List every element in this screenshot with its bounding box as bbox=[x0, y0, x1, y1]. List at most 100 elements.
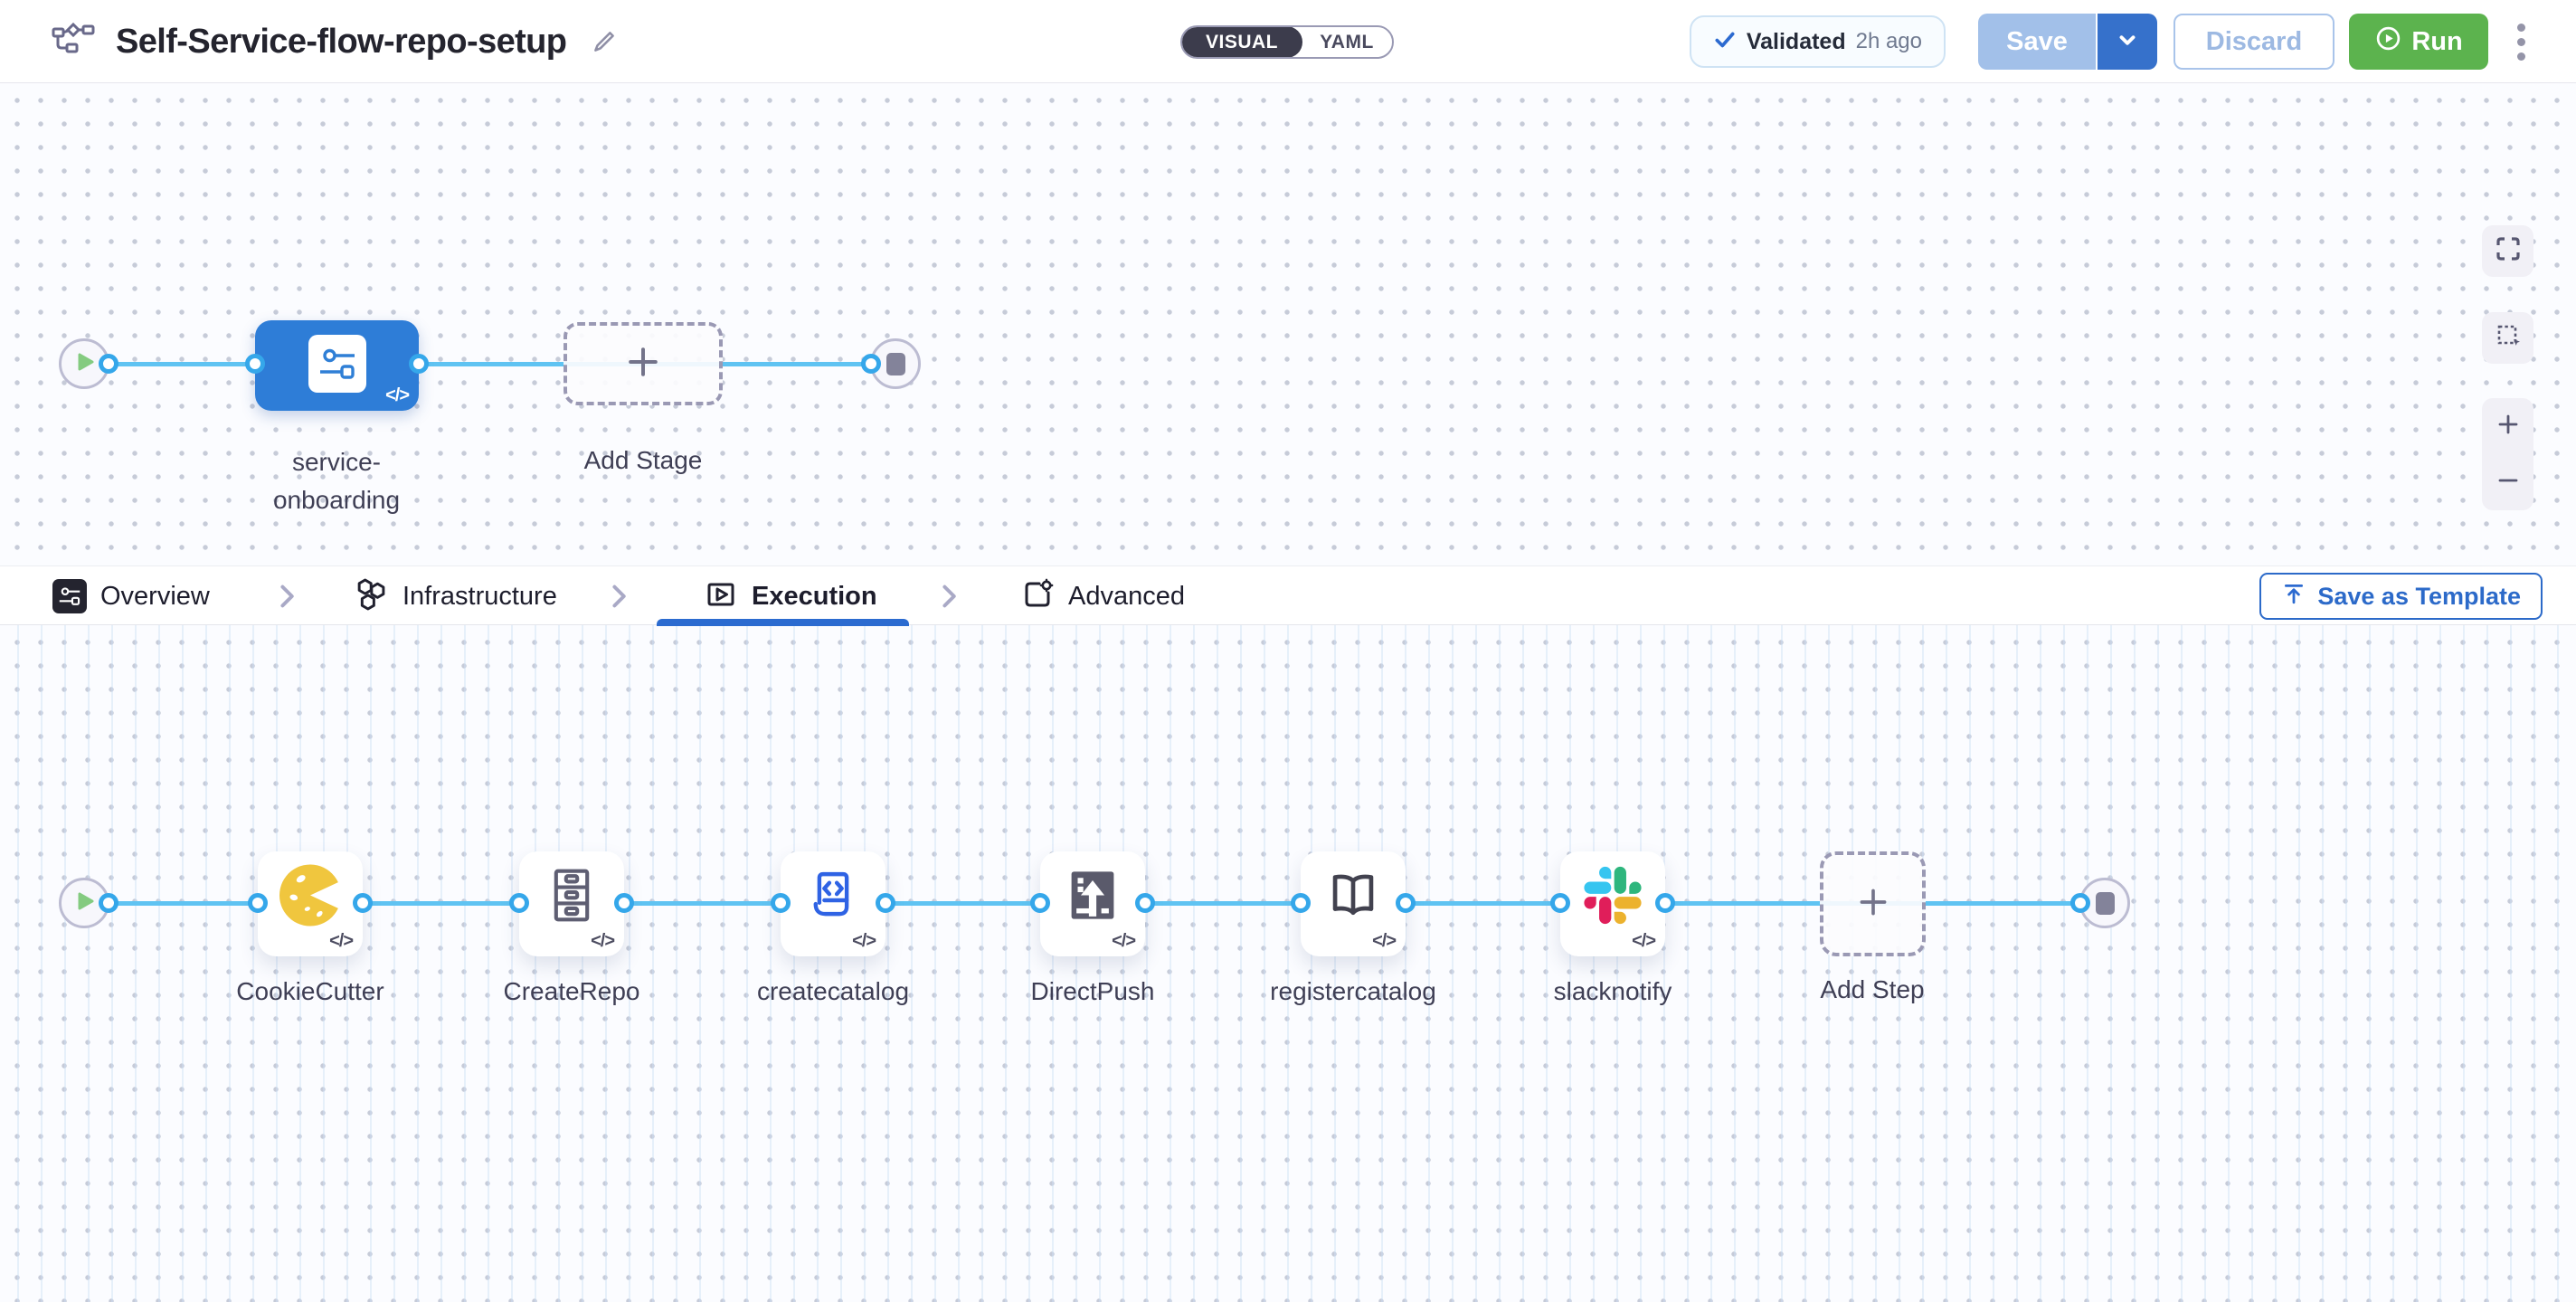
save-split-button: Save bbox=[1978, 14, 2157, 70]
connector-port[interactable] bbox=[1550, 893, 1570, 913]
zoom-out-button[interactable] bbox=[2482, 454, 2533, 510]
zoom-in-button[interactable] bbox=[2482, 398, 2533, 454]
plus-icon bbox=[1854, 883, 1892, 926]
directpush-icon bbox=[1063, 866, 1122, 930]
connector-port[interactable] bbox=[245, 354, 265, 374]
slack-icon bbox=[1584, 866, 1642, 929]
page-title: Self-Service-flow-repo-setup bbox=[116, 22, 567, 61]
connector-port[interactable] bbox=[771, 893, 791, 913]
connector-port[interactable] bbox=[409, 354, 429, 374]
connector-port[interactable] bbox=[99, 354, 118, 374]
start-play-icon bbox=[72, 889, 96, 917]
step-label: CookieCutter bbox=[236, 977, 384, 1005]
connector-port[interactable] bbox=[353, 893, 373, 913]
add-step-node[interactable] bbox=[1820, 851, 1926, 956]
step-node-6[interactable]: </> bbox=[1560, 851, 1665, 956]
stage-tab-bar: Overview Infrastructure bbox=[0, 565, 2576, 626]
step-code-badge[interactable]: </> bbox=[591, 931, 615, 951]
step-code-badge[interactable]: </> bbox=[329, 931, 354, 951]
stop-square-icon bbox=[2095, 891, 2115, 915]
save-options-button[interactable] bbox=[2098, 14, 2157, 70]
edit-title-button[interactable] bbox=[586, 24, 622, 60]
save-button[interactable]: Save bbox=[1978, 14, 2098, 70]
validated-label: Validated bbox=[1746, 28, 1846, 54]
tab-execution[interactable]: Execution bbox=[704, 566, 877, 626]
upload-icon bbox=[2281, 581, 2306, 613]
tab-execution-label: Execution bbox=[752, 581, 877, 611]
connector-port[interactable] bbox=[614, 893, 634, 913]
connector-port[interactable] bbox=[509, 893, 529, 913]
tab-advanced-label: Advanced bbox=[1068, 581, 1185, 611]
fullscreen-icon bbox=[2495, 235, 2522, 267]
step-code-badge[interactable]: </> bbox=[1372, 931, 1397, 951]
top-bar-actions: Validated 2h ago Save Discard bbox=[1689, 0, 2531, 83]
execution-end-node[interactable] bbox=[2079, 878, 2130, 928]
step-label: slacknotify bbox=[1553, 977, 1672, 1005]
zoom-controls bbox=[2482, 398, 2533, 510]
pipeline-flow-icon bbox=[51, 20, 96, 64]
validated-badge[interactable]: Validated 2h ago bbox=[1689, 15, 1946, 68]
step-node-1[interactable]: </> bbox=[258, 851, 363, 956]
toggle-yaml[interactable]: YAML bbox=[1320, 31, 1374, 52]
add-step-label: Add Step bbox=[1820, 975, 1925, 1003]
stage-label: service- onboarding bbox=[272, 448, 401, 514]
stage-canvas[interactable]: </> service- onboarding Add Stage bbox=[0, 83, 2576, 565]
tab-overview[interactable]: Overview bbox=[52, 566, 210, 626]
marquee-select-icon bbox=[2495, 322, 2522, 354]
chevron-right-icon bbox=[274, 583, 299, 614]
connector-port[interactable] bbox=[1030, 893, 1050, 913]
execution-canvas[interactable]: </> </> bbox=[0, 625, 2576, 1302]
fit-to-screen-button[interactable] bbox=[2482, 225, 2533, 277]
step-node-5[interactable]: </> bbox=[1301, 851, 1406, 956]
step-node-4[interactable]: </> bbox=[1040, 851, 1145, 956]
chevron-right-icon bbox=[606, 583, 631, 614]
connector-port[interactable] bbox=[248, 893, 268, 913]
plus-icon bbox=[622, 341, 664, 387]
tab-infrastructure[interactable]: Infrastructure bbox=[353, 566, 557, 626]
connector-port[interactable] bbox=[1135, 893, 1155, 913]
toggle-visual[interactable]: VISUAL bbox=[1182, 27, 1303, 57]
tab-infrastructure-label: Infrastructure bbox=[402, 581, 557, 611]
save-as-template-button[interactable]: Save as Template bbox=[2259, 573, 2543, 620]
more-options-button[interactable] bbox=[2512, 18, 2531, 66]
mode-toggle: VISUAL YAML bbox=[1180, 25, 1394, 59]
chevron-right-icon bbox=[936, 583, 961, 614]
step-code-badge[interactable]: </> bbox=[852, 931, 876, 951]
connector-port[interactable] bbox=[1655, 893, 1675, 913]
connector-port[interactable] bbox=[876, 893, 895, 913]
discard-button[interactable]: Discard bbox=[2174, 14, 2334, 70]
step-label: CreateRepo bbox=[503, 977, 640, 1005]
step-node-3[interactable]: </> bbox=[781, 851, 886, 956]
step-code-badge[interactable]: </> bbox=[1632, 931, 1656, 951]
run-button[interactable]: Run bbox=[2349, 14, 2488, 70]
run-label: Run bbox=[2411, 26, 2463, 56]
step-node-2[interactable]: </> bbox=[519, 851, 624, 956]
fit-to-screen-control bbox=[2482, 225, 2533, 277]
stage-node-service-onboarding[interactable]: </> bbox=[255, 320, 419, 411]
stop-square-icon bbox=[886, 352, 905, 375]
connector-port[interactable] bbox=[2070, 893, 2090, 913]
advanced-icon bbox=[1020, 577, 1055, 616]
registercatalog-icon bbox=[1323, 866, 1383, 930]
add-stage-node[interactable] bbox=[564, 322, 723, 405]
zoom-in-icon bbox=[2495, 411, 2522, 442]
stage-code-badge[interactable]: </> bbox=[385, 385, 410, 405]
connector-port[interactable] bbox=[99, 893, 118, 913]
validated-time: 2h ago bbox=[1855, 29, 1922, 53]
step-code-badge[interactable]: </> bbox=[1112, 931, 1136, 951]
connector-port[interactable] bbox=[1396, 893, 1416, 913]
createrepo-icon bbox=[542, 866, 601, 930]
step-label: registercatalog bbox=[1270, 977, 1436, 1005]
overview-stage-icon bbox=[52, 579, 87, 613]
connector-port[interactable] bbox=[861, 354, 881, 374]
zoom-out-icon bbox=[2495, 467, 2522, 499]
pipeline-end-node[interactable] bbox=[870, 338, 921, 389]
check-icon bbox=[1713, 28, 1737, 56]
connector-port[interactable] bbox=[1291, 893, 1311, 913]
tab-advanced[interactable]: Advanced bbox=[1020, 566, 1185, 626]
marquee-select-button[interactable] bbox=[2482, 312, 2533, 364]
infrastructure-icon bbox=[353, 576, 389, 617]
active-tab-underline bbox=[657, 619, 909, 626]
top-bar-left: Self-Service-flow-repo-setup bbox=[51, 0, 622, 83]
